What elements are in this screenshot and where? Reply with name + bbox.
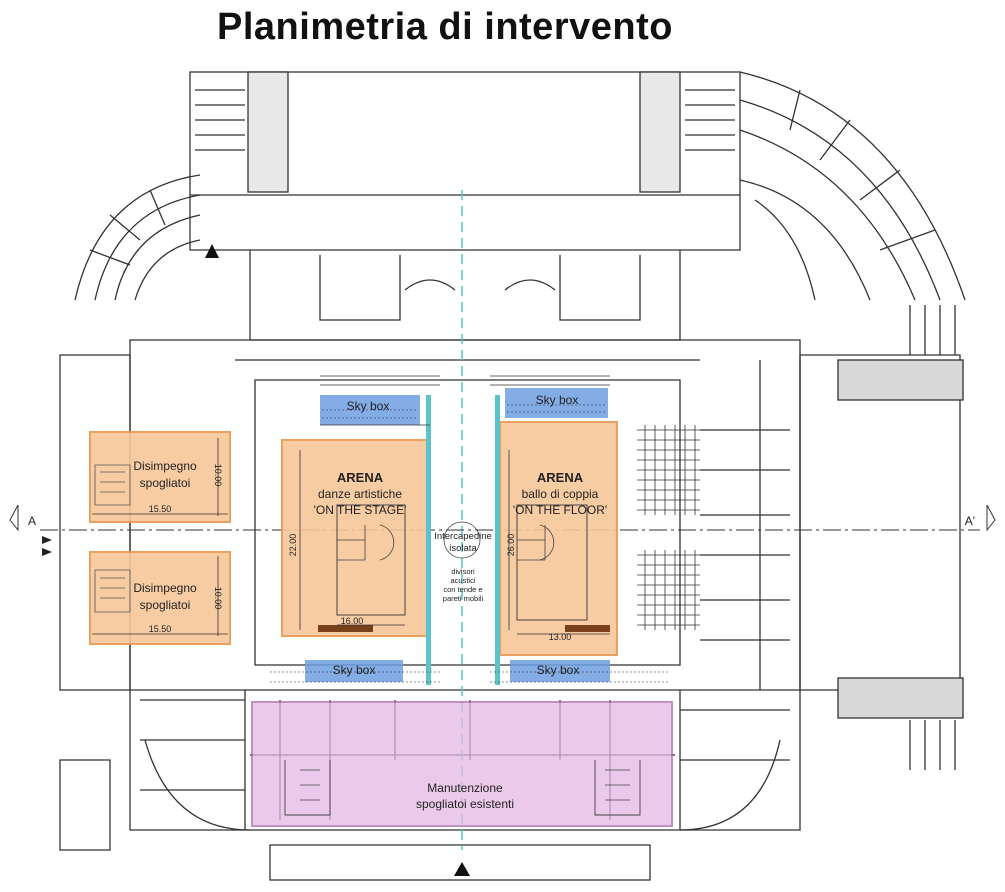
zone-arena-left: ARENA danze artistiche 'ON THE STAGE' 22…: [281, 439, 428, 637]
divisori-line1: divisori: [451, 567, 475, 576]
arena-left-line2: danze artistiche: [318, 487, 402, 501]
intercapedine-line2: isolata: [449, 543, 477, 554]
skybox-bottom-right-label: Sky box: [537, 663, 580, 677]
skybox-top-right: Sky box: [490, 375, 610, 418]
skybox-top-left: Sky box: [320, 375, 440, 426]
disimpegno-bottom-dim-h: 15.50: [149, 624, 172, 634]
zone-disimpegno-top: Disimpegno spogliatoi 15.50 10.00: [89, 431, 231, 523]
skybox-top-left-label: Sky box: [347, 399, 390, 413]
zone-disimpegno-bottom: Disimpegno spogliatoi 15.50 10.00: [89, 551, 231, 645]
north-arrow-icon: [205, 244, 219, 258]
zone-manutenzione: Manutenzione spogliatoi esistenti: [251, 701, 673, 827]
section-mark-left: A: [9, 504, 52, 556]
arena-left-line3: 'ON THE STAGE': [314, 503, 407, 517]
arena-left-dim-v: 22.00: [288, 534, 298, 557]
intercapedine-line1: Intercapedine: [434, 531, 492, 542]
disimpegno-top-dim-h: 15.50: [149, 504, 172, 514]
arena-left-dim-h: 16.00: [341, 616, 364, 626]
arena-right-dim-h: 13.00: [549, 632, 572, 642]
skybox-bottom-left-label: Sky box: [333, 663, 376, 677]
divisori-line4: pareti mobili: [443, 594, 484, 603]
arena-right-line1: ARENA: [537, 470, 584, 485]
skybox-bottom-right: Sky box: [490, 660, 670, 683]
manutenzione-line1: Manutenzione: [427, 781, 503, 795]
disimpegno-top-line2: spogliatoi: [140, 476, 191, 490]
disimpegno-top-dim-v: 10.00: [213, 464, 223, 487]
skybox-bottom-left: Sky box: [270, 660, 440, 683]
section-mark-right-label: A': [965, 514, 975, 528]
manutenzione-line2: spogliatoi esistenti: [416, 797, 514, 811]
plan-title: Planimetria di intervento: [217, 6, 673, 48]
arena-right-dim-v: 26.00: [506, 534, 516, 557]
divisori-line3: con tende e: [443, 585, 482, 594]
zone-arena-right: ARENA ballo di coppia 'ON THE FLOOR' 26.…: [499, 421, 618, 656]
arena-left-line1: ARENA: [337, 470, 384, 485]
disimpegno-bottom-line2: spogliatoi: [140, 598, 191, 612]
section-mark-left-label: A: [28, 514, 36, 528]
arena-right-line2: ballo di coppia: [522, 487, 599, 501]
disimpegno-bottom-dim-v: 10.00: [213, 587, 223, 610]
entrance-arrow-icon: [454, 862, 470, 876]
disimpegno-top-line1: Disimpegno: [133, 459, 197, 473]
divisori-line2: acustici: [450, 576, 475, 585]
disimpegno-bottom-line1: Disimpegno: [133, 581, 197, 595]
arena-right-line3: 'ON THE FLOOR': [513, 503, 607, 517]
skybox-top-right-label: Sky box: [536, 393, 579, 407]
section-mark-right: A': [965, 504, 996, 532]
intercapedine-walls: [426, 395, 500, 685]
